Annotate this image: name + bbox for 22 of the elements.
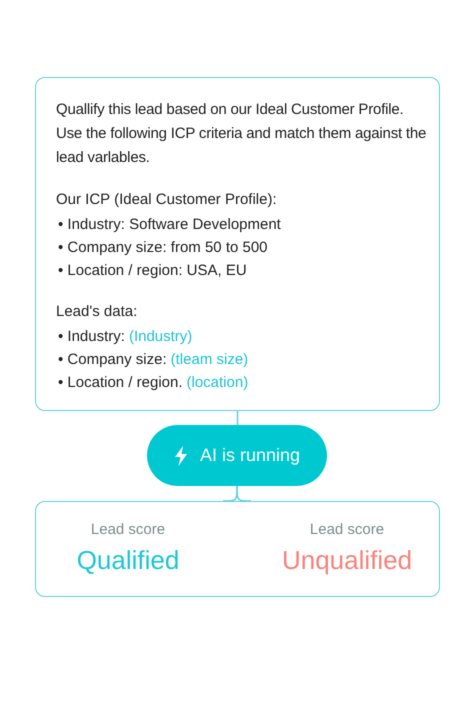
criterion-text: • Company size: from 50 to 500 <box>58 239 268 256</box>
connector-line <box>236 411 238 425</box>
score-label: Lead score <box>308 521 386 538</box>
instruction-text: Quallify this lead based on our Ideal Customer Profile. Use the following ICP criteria and match them against the lead varlables. <box>56 100 428 168</box>
variable-token: (tleam size) <box>170 351 248 368</box>
score-value: Unqualified <box>280 546 414 576</box>
criterion-text: • Industry: Software Development <box>58 216 281 233</box>
connector-line <box>223 486 238 502</box>
criterion-text: • Industry: <box>58 328 125 345</box>
section-heading: Our ICP (Ideal Customer Profile): <box>56 190 278 210</box>
variable-token: (location) <box>186 374 248 391</box>
connector-line <box>236 486 251 502</box>
result-card <box>35 501 440 597</box>
prompt-card <box>35 77 440 411</box>
criterion-text: • Location / region: USA, EU <box>58 262 247 279</box>
status-text: AI is running <box>200 445 300 466</box>
section-heading: Lead's data: <box>56 302 138 322</box>
criterion-text: • Location / region. <box>58 374 182 391</box>
criterion-text: • Company size: <box>58 351 167 368</box>
score-value: Qualified <box>76 546 180 576</box>
variable-token: (Industry) <box>128 328 192 345</box>
score-label: Lead score <box>90 521 166 538</box>
